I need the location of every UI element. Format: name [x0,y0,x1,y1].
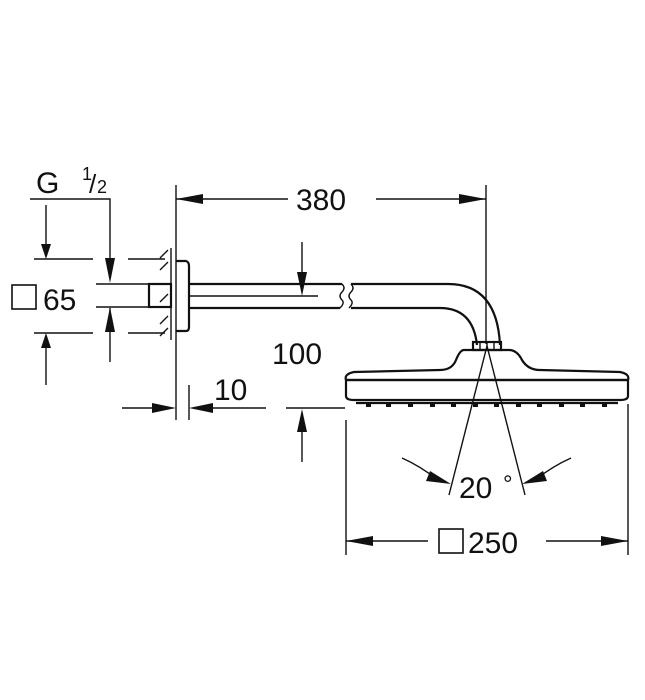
arrow-right-icon [601,536,628,546]
arrow-right-icon [152,403,176,413]
arrow-up-icon [105,307,115,332]
arrow-left-icon [176,194,203,204]
arm-length-value: 380 [296,184,346,217]
arrow-left-icon [189,403,213,413]
spray-angle-dimension: 20 ° [401,345,572,505]
shower-arm [189,282,502,346]
arrow-up-icon [41,333,51,348]
thread-label: G 1 / 2 [36,164,107,200]
square-symbol-icon [438,528,464,554]
flange-square-dimension: 65 [11,205,165,385]
thread-denominator: 2 [97,177,107,197]
arrow-right-icon [459,194,486,204]
wall-gap-value: 10 [214,374,247,407]
spray-angle-value: 20 [459,472,492,505]
thread-letter: G [36,167,59,200]
arrow-up-icon [297,409,307,432]
arrow-down-icon [297,272,307,296]
head-square-value: 250 [468,527,518,560]
arrow-left-icon [346,536,373,546]
arrow-down-icon [105,258,115,283]
arrow-left-icon [522,471,547,484]
head-square-dimension: 250 [345,404,629,560]
square-symbol-icon [11,284,37,310]
nozzles [366,403,607,407]
drop-height-dimension: 100 [272,242,345,462]
arrow-down-icon [41,244,51,259]
flange-square-value: 65 [43,284,76,317]
arrow-right-icon [426,471,451,484]
thread-dimension-lines [30,198,148,362]
shower-head [344,340,630,407]
thread-slash: / [89,169,97,199]
thread-numerator: 1 [82,164,92,184]
arm-length-dimension: 380 [176,184,487,344]
spray-angle-unit: ° [503,471,513,498]
wall-flange [147,185,318,420]
wall-gap-dimension: 10 [122,374,266,413]
drop-height-value: 100 [272,338,322,371]
